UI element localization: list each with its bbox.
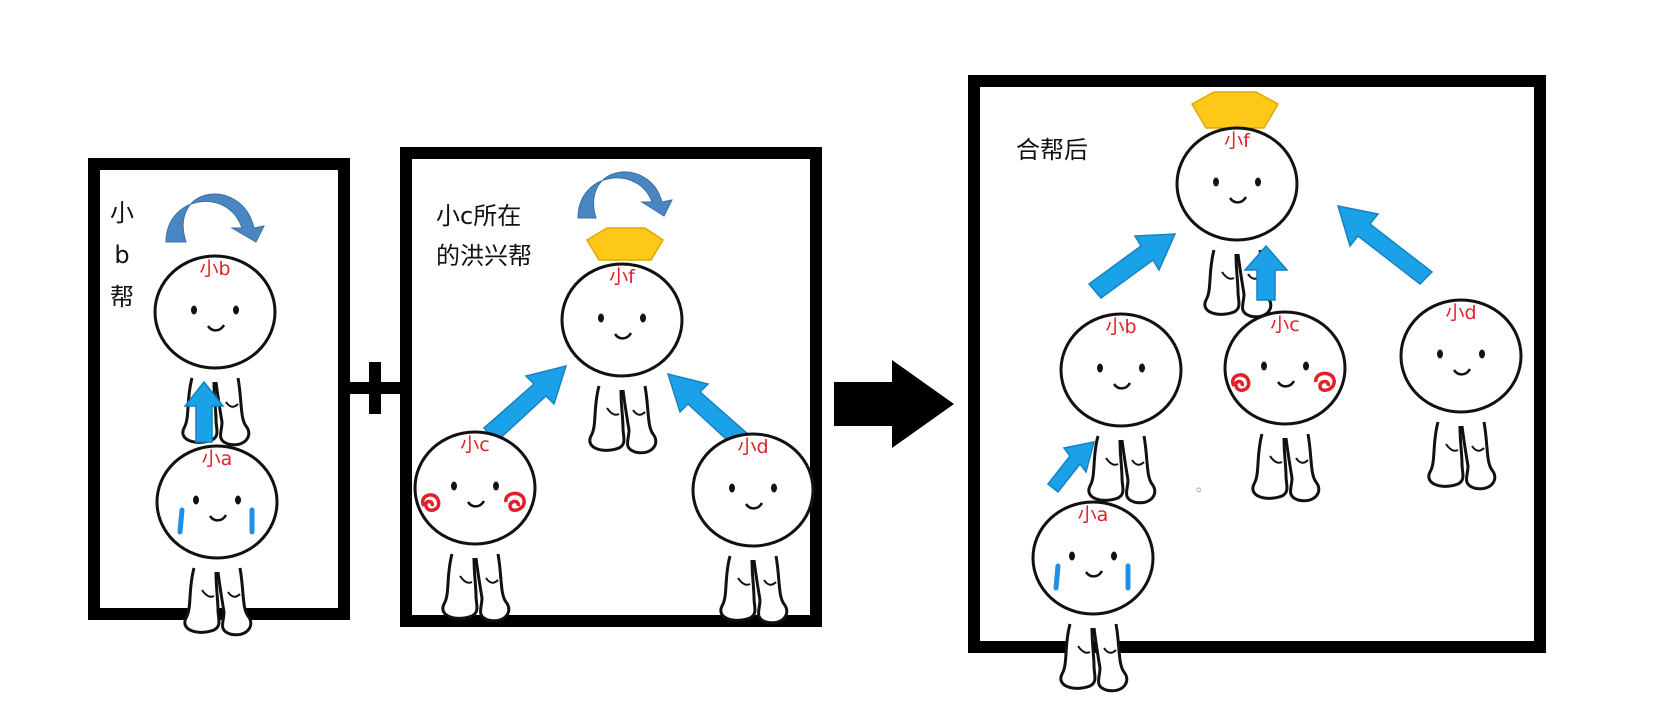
character-xiao-d: 小d	[688, 428, 818, 625]
title-line: 小c所在	[436, 202, 522, 230]
title-line: 的洪兴帮	[436, 242, 532, 270]
up-arrow-icon	[183, 380, 225, 443]
arrow-to-boss-icon	[1087, 233, 1177, 300]
arrow-to-boss-icon	[1336, 205, 1434, 285]
stray-mark: 。	[1196, 479, 1210, 495]
character-xiao-d: 小d	[1396, 294, 1526, 491]
rotate-arrow-icon	[165, 193, 265, 243]
character-name: 小c	[460, 434, 490, 456]
character-name: 小b	[1105, 316, 1137, 338]
character-name: 小f	[1224, 130, 1250, 152]
character-xiao-c: 小c	[410, 426, 540, 623]
character-xiao-b: 小b	[150, 250, 280, 447]
crown-icon	[1190, 91, 1280, 129]
title-char: 小	[110, 199, 134, 227]
character-xiao-f: 小f	[1172, 122, 1302, 319]
character-name: 小d	[1445, 302, 1477, 324]
title-char: b	[114, 241, 130, 269]
arrow-to-boss-icon	[1243, 244, 1289, 301]
character-xiao-a: 小a	[152, 440, 282, 637]
character-name: 小c	[1270, 314, 1300, 336]
panel-title-hongxing-gang: 小c所在 的洪兴帮	[436, 196, 532, 276]
rotate-arrow-icon	[577, 171, 673, 219]
character-name: 小d	[737, 436, 769, 458]
character-name: 小b	[199, 258, 231, 280]
character-xiao-b: 小b	[1056, 308, 1186, 505]
character-xiao-c: 小c	[1220, 306, 1350, 503]
character-name: 小a	[201, 448, 233, 470]
arrow-to-parent-icon	[1046, 441, 1096, 494]
character-xiao-a: 小a	[1028, 496, 1158, 693]
character-name: 小f	[609, 266, 635, 288]
crown-icon	[585, 227, 665, 261]
character-xiao-f: 小f	[557, 258, 687, 455]
result-arrow-icon	[834, 360, 954, 448]
panel-title-xiao-b-gang: 小 b 帮	[107, 192, 137, 318]
plus-icon	[349, 362, 401, 414]
title-char: 帮	[110, 283, 134, 311]
panel-title-merged-gang: 合帮后	[1016, 136, 1088, 164]
character-name: 小a	[1077, 504, 1109, 526]
